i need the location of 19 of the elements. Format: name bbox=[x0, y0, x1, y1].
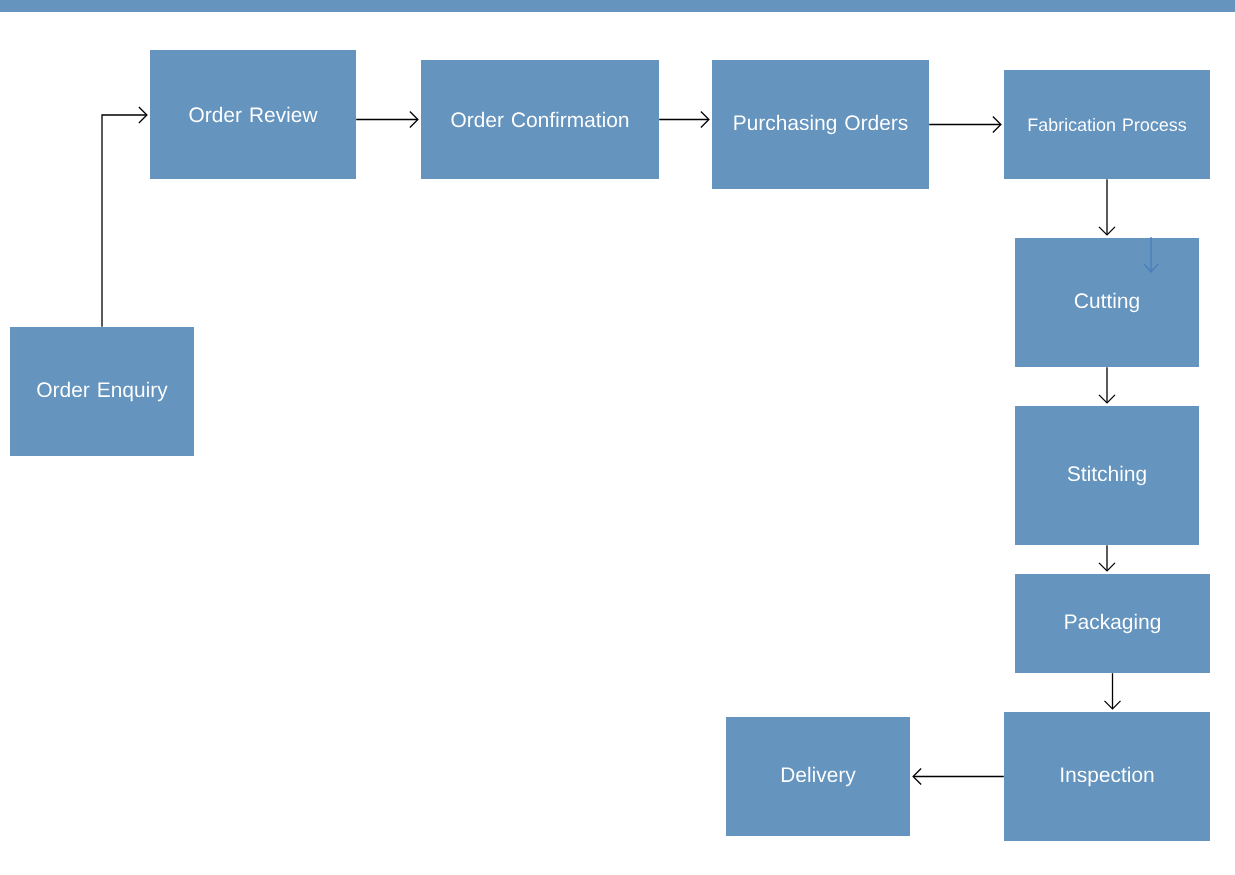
arrow bbox=[1098, 544, 1116, 572]
process-box: Order Enquiry bbox=[10, 327, 194, 456]
process-box: Order Confirmation bbox=[421, 60, 659, 179]
arrow bbox=[101, 106, 148, 328]
arrow bbox=[912, 767, 1005, 786]
process-box: Cutting bbox=[1015, 238, 1199, 367]
arrow bbox=[1098, 178, 1116, 236]
process-box: Stitching bbox=[1015, 406, 1199, 545]
arrow bbox=[928, 115, 1002, 134]
process-box: Purchasing Orders bbox=[712, 60, 929, 189]
process-box: Fabrication Process bbox=[1004, 70, 1210, 179]
arrow bbox=[355, 110, 419, 129]
arrow bbox=[1103, 672, 1122, 710]
arrow bbox=[658, 110, 710, 129]
process-box: Order Review bbox=[150, 50, 356, 179]
process-box: Packaging bbox=[1015, 574, 1210, 673]
arrow bbox=[1098, 366, 1116, 404]
process-box: Inspection bbox=[1004, 712, 1210, 841]
process-box: Delivery bbox=[726, 717, 910, 836]
